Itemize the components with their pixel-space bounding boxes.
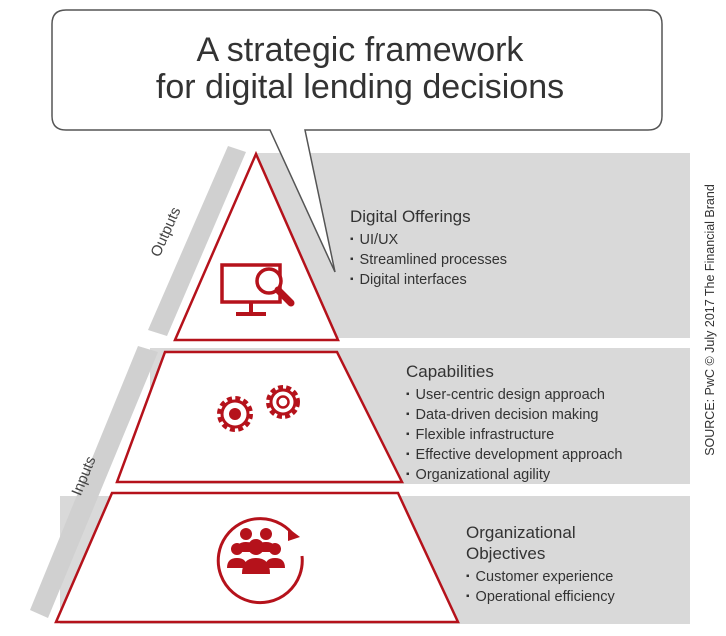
list-item: UI/UX — [350, 231, 507, 251]
title-line-2: for digital lending decisions — [155, 68, 565, 106]
list-item: Organizational agility — [406, 466, 622, 486]
list-item: Digital interfaces — [350, 271, 507, 291]
tier1-heading: Digital Offerings — [350, 207, 471, 226]
outputs-label: Outputs — [147, 204, 185, 260]
tier2-text-block: Capabilities User-centric design approac… — [406, 361, 622, 486]
list-item: Operational efficiency — [466, 588, 615, 608]
tier1-list: UI/UX Streamlined processes Digital inte… — [350, 231, 508, 291]
tier1-text-block: Digital Offerings UI/UX Streamlined proc… — [350, 206, 507, 291]
page-title: A strategic framework for digital lendin… — [60, 32, 660, 106]
outputs-band — [148, 146, 246, 336]
gears-icon — [217, 385, 300, 432]
tier3-trapezoid — [54, 491, 460, 624]
list-item: Data-driven decision making — [406, 406, 622, 426]
title-line-1: A strategic framework — [196, 31, 524, 69]
tier2-trapezoid — [115, 350, 405, 484]
tier2-heading: Capabilities — [406, 362, 494, 381]
list-item: User-centric design approach — [406, 386, 622, 406]
tier3-heading: Organizational — [466, 523, 576, 542]
tier3-list: Customer experience Operational efficien… — [466, 568, 615, 608]
inputs-band — [30, 346, 158, 618]
list-item: Streamlined processes — [350, 251, 508, 271]
inputs-label: Inputs — [68, 453, 100, 499]
title-callout — [51, 9, 663, 273]
list-item: Customer experience — [466, 568, 615, 588]
source-credit: SOURCE: PwC © July 2017 The Financial Br… — [703, 184, 717, 456]
computer-magnifier-icon — [220, 263, 295, 316]
tier1-triangle — [173, 150, 340, 342]
tier3-heading-line-2: Objectives — [466, 544, 546, 563]
tier3-text-block: Organizational Objectives Customer exper… — [466, 522, 615, 608]
list-item: Effective development approach — [406, 446, 623, 466]
list-item: Flexible infrastructure — [406, 426, 622, 446]
people-group-icon — [216, 517, 304, 605]
tier2-list: User-centric design approach Data-driven… — [406, 386, 623, 486]
